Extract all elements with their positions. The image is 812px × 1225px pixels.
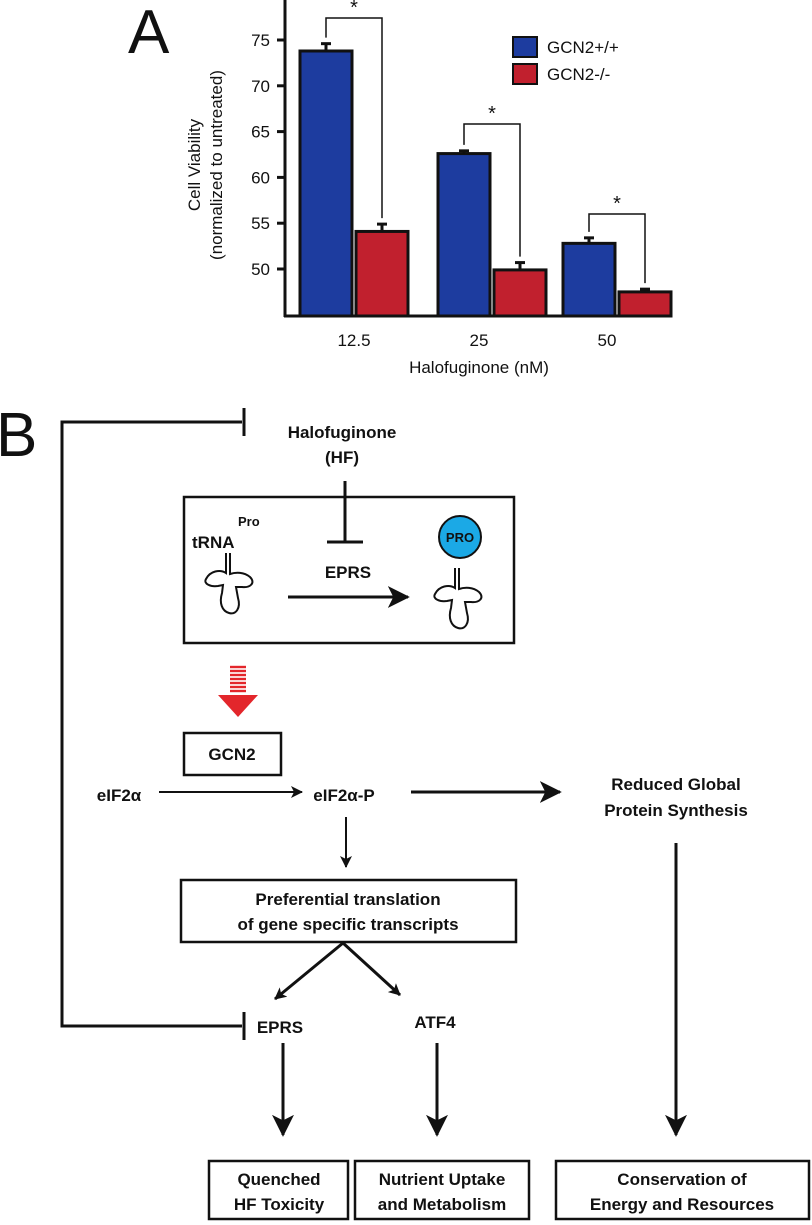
feedback-line [60, 420, 242, 1028]
significance-star: * [488, 103, 496, 125]
atf4-label: ATF4 [414, 1013, 456, 1032]
trna-pro-superscript: Pro [238, 514, 260, 529]
halofuginone-label: Halofuginone [288, 423, 397, 442]
reduced-synthesis-line1: Reduced Global [611, 775, 740, 794]
trna-icon [204, 553, 254, 615]
feedback-inhibition-loop [60, 408, 246, 1040]
conservation-line1: Conservation of [617, 1170, 747, 1189]
eprs-label: EPRS [257, 1018, 303, 1037]
y-tick-label: 70 [251, 77, 270, 96]
bar-group [298, 42, 673, 318]
preferential-translation-box [179, 878, 518, 944]
charged-trna-icon [433, 568, 483, 630]
x-tick-label: 50 [598, 331, 617, 350]
y-tick-label: 75 [251, 31, 270, 50]
preferential-translation-line2: of gene specific transcripts [237, 915, 458, 934]
y-tick-label: 55 [251, 214, 270, 233]
conservation-box [554, 1159, 811, 1221]
quenched-line1: Quenched [237, 1170, 320, 1189]
eif2a-p-label: eIF2α-P [313, 786, 374, 805]
reduced-synthesis-line2: Protein Synthesis [604, 801, 748, 820]
significance-bracket [463, 123, 521, 257]
legend-label-gcn2-ko: GCN2-/- [547, 65, 610, 84]
significance-bracket [588, 213, 646, 284]
x-tick-label: 12.5 [337, 331, 370, 350]
significance-star: * [613, 193, 621, 215]
branch-arrow-eprs [274, 941, 344, 1001]
preferential-translation-line1: Preferential translation [255, 890, 440, 909]
proline-badge [438, 515, 482, 559]
branch-arrow-atf4 [341, 941, 402, 997]
x-tick-label: 25 [470, 331, 489, 350]
nutrient-line2: and Metabolism [378, 1195, 506, 1214]
panel-a-letter: A [128, 0, 170, 67]
y-tick-label: 60 [251, 168, 270, 187]
eif2a-label: eIF2α [97, 786, 142, 805]
stress-arrow-head [218, 695, 258, 717]
proline-badge-label: PRO [446, 530, 474, 545]
legend-swatch-gcn2-ko [512, 63, 538, 85]
gcn2-box [182, 731, 283, 777]
y-axis-title-line1: Cell Viability [185, 118, 204, 211]
y-axis-title-line2: (normalized to untreated) [207, 70, 226, 260]
eprs-enzyme-label: EPRS [325, 563, 371, 582]
aminoacylation-box [182, 495, 516, 645]
bar-gcn2-ko-25 [492, 268, 548, 318]
significance-group: * * * [325, 0, 646, 284]
x-axis-title: Halofuginone (nM) [409, 358, 549, 377]
bar-gcn2-wt-12-5 [298, 49, 354, 318]
nutrient-line1: Nutrient Uptake [379, 1170, 506, 1189]
y-tick-label: 65 [251, 123, 270, 142]
quenched-line2: HF Toxicity [234, 1195, 325, 1214]
bar-gcn2-ko-12-5 [354, 229, 410, 318]
legend: GCN2+/+ GCN2-/- [512, 36, 619, 85]
gcn2-label: GCN2 [208, 745, 255, 764]
y-tick-group: 50 55 60 65 70 75 [251, 31, 285, 279]
bar-gcn2-wt-25 [436, 152, 492, 318]
legend-label-gcn2-wt: GCN2+/+ [547, 38, 619, 57]
stress-signal-arrow [218, 665, 258, 717]
significance-bracket [325, 17, 383, 219]
trna-label: tRNA [192, 533, 235, 552]
hf-abbrev-label: (HF) [325, 448, 359, 467]
y-tick-label: 50 [251, 260, 270, 279]
significance-star: * [350, 0, 358, 19]
nutrient-uptake-box [353, 1159, 531, 1221]
bar-gcn2-ko-50 [617, 290, 673, 318]
conservation-line2: Energy and Resources [590, 1195, 774, 1214]
x-tick-group: 12.5 25 50 [337, 331, 616, 350]
bar-gcn2-wt-50 [561, 241, 617, 318]
bar-chart: 50 55 60 65 70 75 * * * 12.5 25 50 Halofuginone (… [185, 0, 673, 377]
quenched-toxicity-box [207, 1159, 350, 1221]
panel-b-letter: B [0, 401, 37, 470]
legend-swatch-gcn2-wt [512, 36, 538, 58]
